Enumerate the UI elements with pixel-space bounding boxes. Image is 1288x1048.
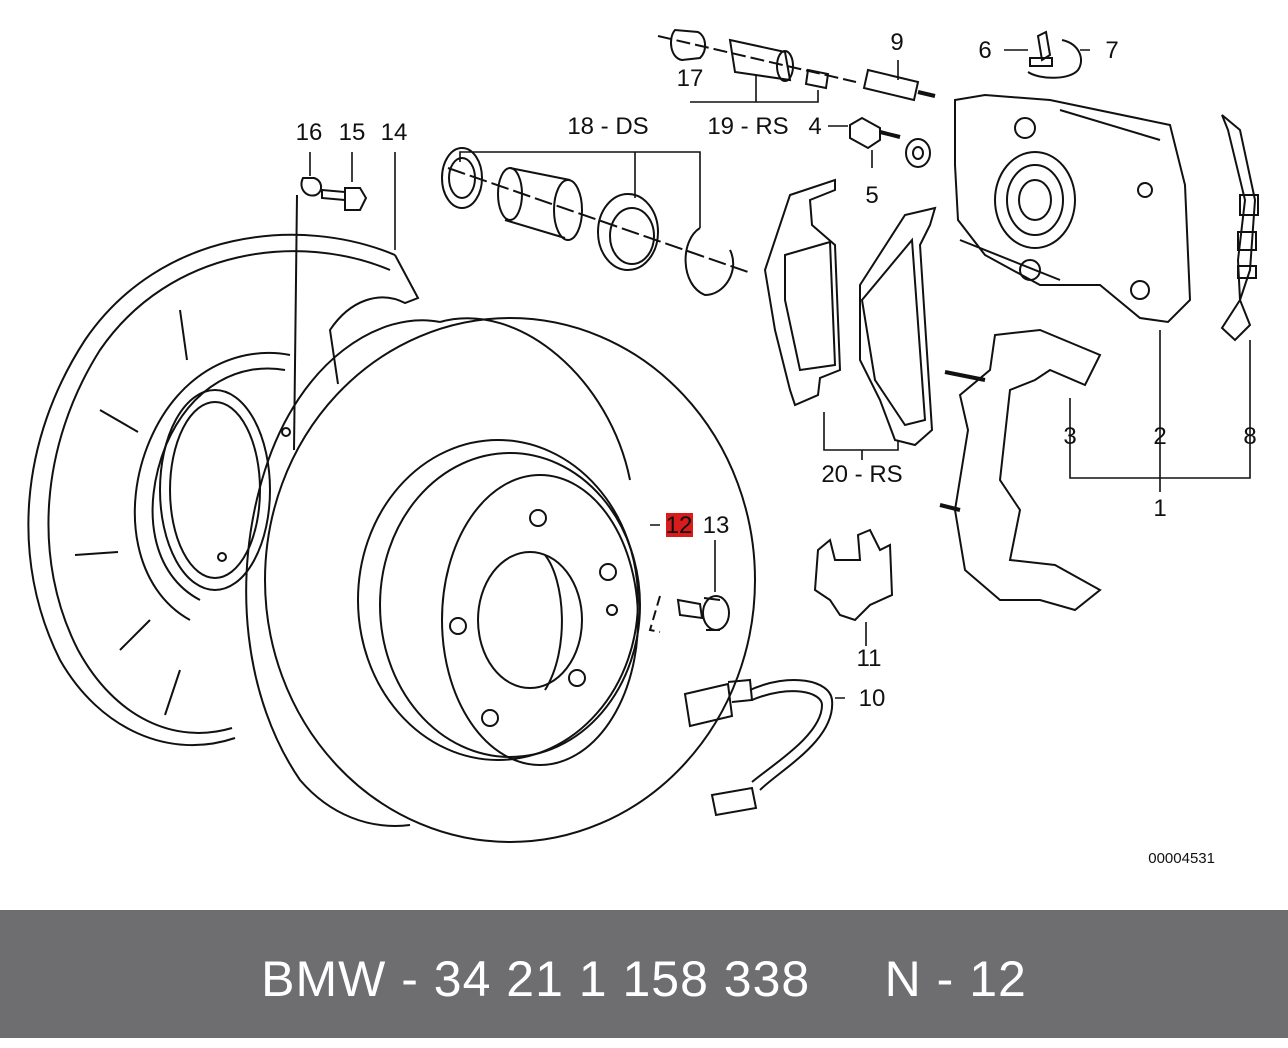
callout-6: 6: [978, 37, 991, 64]
callout-19: 19 - RS: [707, 113, 788, 140]
callout-3: 3: [1063, 423, 1076, 450]
callout-7: 7: [1105, 37, 1118, 64]
callout-16: 16: [296, 119, 323, 146]
guide-sleeve-set: [657, 28, 857, 90]
callout-4: 4: [808, 113, 821, 140]
bleed-valve: [1027, 30, 1082, 79]
callout-18: 18 - DS: [567, 113, 648, 140]
callout-13: 13: [703, 512, 730, 539]
seal-kit-ds: [441, 147, 749, 297]
callout-14: 14: [381, 119, 408, 146]
part-number-caption: BMW - 34 21 1 158 338 N - 12: [261, 951, 1027, 1007]
callout-20: 20 - RS: [821, 461, 902, 488]
dust-shield: [27, 233, 420, 746]
caliper-housing: [954, 93, 1192, 324]
callout-11: 11: [857, 645, 882, 672]
callout-10: 10: [859, 685, 886, 712]
screw-15: [321, 187, 368, 211]
highlight-box: [666, 513, 693, 537]
callout-1: 1: [1153, 495, 1166, 522]
brake-pads: [763, 178, 937, 447]
caliper-carrier: [939, 328, 1102, 612]
clip-16: [293, 177, 322, 451]
callout-17: 17: [677, 65, 704, 92]
diagram-drawing: 1 2 3 4 5 6 7 8 9 10 11 12 13 14 15 16 1…: [27, 28, 1259, 867]
leader-lines: [309, 49, 1251, 699]
brake-disc: [245, 317, 756, 843]
anti-rattle-spring: [1220, 114, 1259, 342]
spring-clip: [813, 528, 894, 622]
guide-bolt: [849, 68, 936, 168]
callout-2: 2: [1153, 423, 1166, 450]
parts-diagram: 1 2 3 4 5 6 7 8 9 10 11 12 13 14 15 16 1…: [27, 28, 1259, 867]
wear-sensor: [683, 678, 834, 817]
callout-5: 5: [865, 182, 878, 209]
bolt-13: [648, 595, 730, 633]
callout-15: 15: [339, 119, 366, 146]
callout-labels: 1 2 3 4 5 6 7 8 9 10 11 12 13 14 15 16 1…: [296, 29, 1257, 867]
callout-9: 9: [890, 29, 903, 56]
callout-8: 8: [1243, 423, 1256, 450]
callout-12: 12: [666, 512, 693, 539]
drawing-number: 00004531: [1148, 850, 1215, 867]
footer-bar: BMW - 34 21 1 158 338 N - 12: [0, 910, 1288, 1038]
